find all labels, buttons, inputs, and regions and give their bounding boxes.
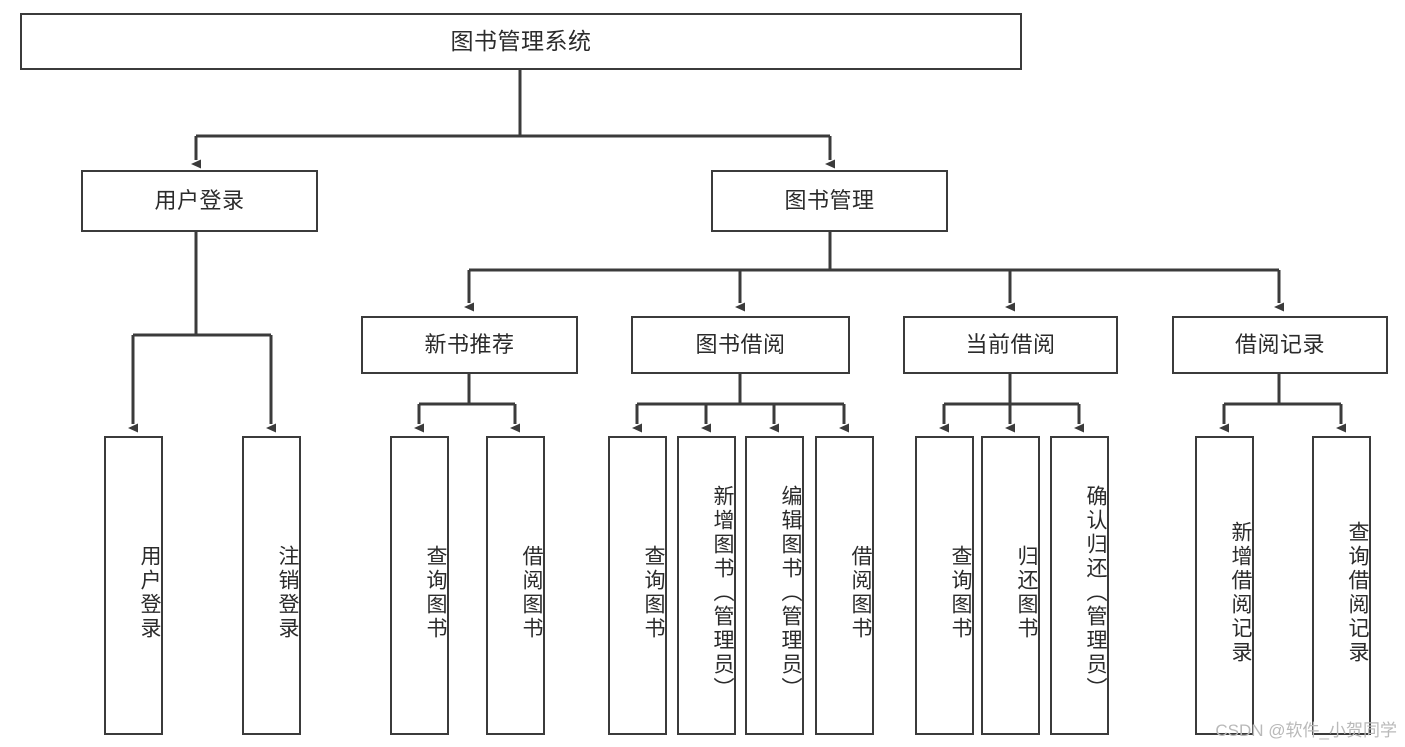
leaf-add-borrow-record[interactable]: 新增借阅记录 xyxy=(1195,436,1254,735)
node-label: 查询图书 xyxy=(424,544,447,641)
leaf-query-book[interactable]: 查询图书 xyxy=(608,436,667,735)
node-label: 用户登录 xyxy=(154,188,245,214)
node-label: 图书管理 xyxy=(784,188,875,214)
node-label: 归还图书 xyxy=(1015,544,1038,641)
leaf-return-book[interactable]: 归还图书 xyxy=(981,436,1040,735)
node-user-login[interactable]: 用户登录 xyxy=(81,170,318,232)
node-label: 确认归还（管理员） xyxy=(1084,484,1107,701)
node-new-book-recommend[interactable]: 新书推荐 xyxy=(361,316,578,374)
leaf-borrow-book[interactable]: 借阅图书 xyxy=(815,436,874,735)
leaf-confirm-return-admin[interactable]: 确认归还（管理员） xyxy=(1050,436,1109,735)
node-label: 新增图书（管理员） xyxy=(711,484,734,701)
csdn-watermark: CSDN @软件_小贺同学 xyxy=(1215,721,1397,740)
node-label: 新书推荐 xyxy=(424,332,515,358)
node-root-library-system[interactable]: 图书管理系统 xyxy=(20,13,1022,70)
leaf-query-book-current[interactable]: 查询图书 xyxy=(915,436,974,735)
node-label: 图书管理系统 xyxy=(450,27,592,54)
node-borrow-record[interactable]: 借阅记录 xyxy=(1172,316,1388,374)
leaf-logout[interactable]: 注销登录 xyxy=(242,436,301,735)
leaf-query-borrow-record[interactable]: 查询借阅记录 xyxy=(1312,436,1371,735)
node-label: 新增借阅记录 xyxy=(1229,520,1252,665)
node-label: 注销登录 xyxy=(276,544,299,641)
node-label: 编辑图书（管理员） xyxy=(779,484,802,701)
node-label: 查询借阅记录 xyxy=(1346,520,1369,665)
node-label: 当前借阅 xyxy=(965,332,1056,358)
node-label: 借阅图书 xyxy=(520,544,543,641)
node-current-borrow[interactable]: 当前借阅 xyxy=(903,316,1118,374)
leaf-query-book-new[interactable]: 查询图书 xyxy=(390,436,449,735)
node-label: 查询图书 xyxy=(949,544,972,641)
node-book-borrow[interactable]: 图书借阅 xyxy=(631,316,850,374)
node-book-management[interactable]: 图书管理 xyxy=(711,170,948,232)
node-label: 查询图书 xyxy=(642,544,665,641)
leaf-add-book-admin[interactable]: 新增图书（管理员） xyxy=(677,436,736,735)
leaf-user-login[interactable]: 用户登录 xyxy=(104,436,163,735)
node-label: 用户登录 xyxy=(138,544,161,641)
leaf-edit-book-admin[interactable]: 编辑图书（管理员） xyxy=(745,436,804,735)
node-label: 借阅图书 xyxy=(849,544,872,641)
node-label: 图书借阅 xyxy=(695,332,786,358)
leaf-borrow-book-new[interactable]: 借阅图书 xyxy=(486,436,545,735)
node-label: 借阅记录 xyxy=(1234,332,1325,358)
